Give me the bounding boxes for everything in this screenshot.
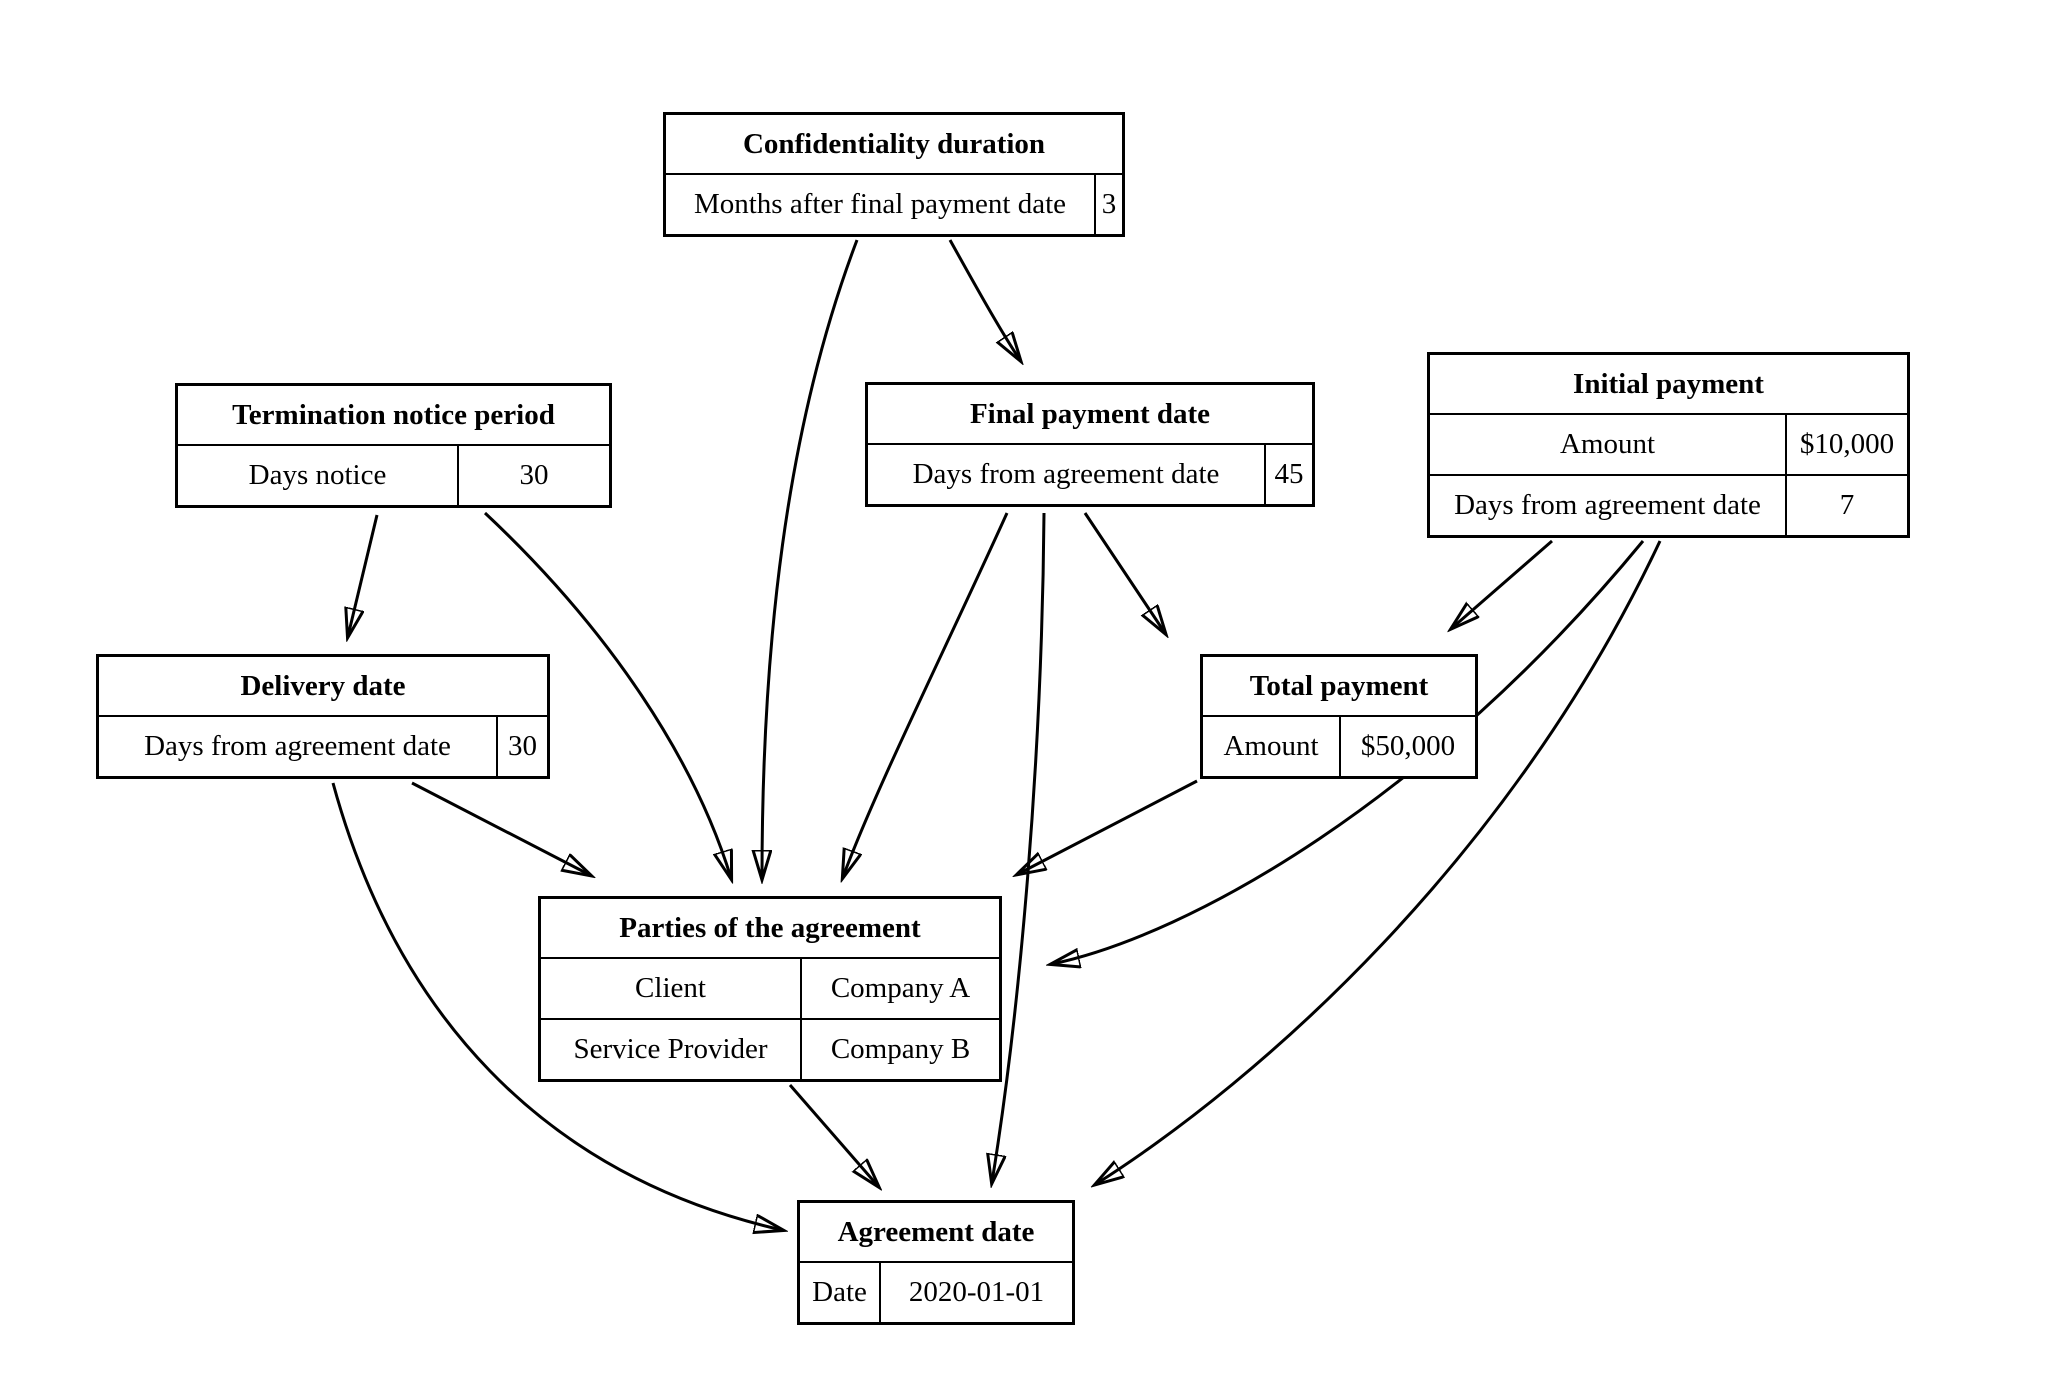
row-label: Date <box>812 1276 867 1308</box>
edge-initial-payment-to-agreement <box>1096 540 1662 1184</box>
row-value: $50,000 <box>1339 717 1475 776</box>
edge-delivery-to-agreement <box>331 782 782 1230</box>
node-row: Service Provider Company B <box>541 1018 999 1079</box>
node-final-payment-date: Final payment date Days from agreement d… <box>865 382 1315 507</box>
node-title: Confidentiality duration <box>666 115 1122 175</box>
row-value: 2020-01-01 <box>879 1263 1072 1322</box>
row-value: Company A <box>800 959 999 1018</box>
node-title: Parties of the agreement <box>541 899 999 959</box>
node-title: Termination notice period <box>178 386 609 446</box>
row-value: 45 <box>1264 445 1312 504</box>
row-label: Amount <box>1559 428 1656 460</box>
node-row: Amount $50,000 <box>1203 717 1475 776</box>
node-row: Client Company A <box>541 959 999 1018</box>
edge-confidentiality-to-parties <box>762 239 859 878</box>
node-row: Days from agreement date 45 <box>868 445 1312 504</box>
row-label: Days from agreement date <box>912 458 1220 490</box>
edge-delivery-to-parties <box>411 781 590 875</box>
edge-termination-to-parties <box>483 511 731 878</box>
row-label: Days notice <box>248 459 387 491</box>
node-parties-of-the-agreement: Parties of the agreement Client Company … <box>538 896 1002 1082</box>
row-value: 3 <box>1094 175 1122 234</box>
node-title: Initial payment <box>1430 355 1907 415</box>
node-title: Final payment date <box>868 385 1312 445</box>
edge-final-payment-to-total-payment <box>1083 512 1165 633</box>
row-label: Amount <box>1223 730 1319 762</box>
node-title: Delivery date <box>99 657 547 717</box>
node-termination-notice-period: Termination notice period Days notice 30 <box>175 383 612 508</box>
node-initial-payment: Initial payment Amount $10,000 Days from… <box>1427 352 1910 538</box>
edge-final-payment-to-parties <box>843 512 1009 877</box>
node-total-payment: Total payment Amount $50,000 <box>1200 654 1478 779</box>
edge-termination-to-delivery <box>348 514 379 636</box>
node-row: Days from agreement date 7 <box>1430 474 1907 535</box>
row-label: Months after final payment date <box>693 188 1067 220</box>
edge-initial-payment-to-parties <box>1052 540 1645 964</box>
node-row: Amount $10,000 <box>1430 415 1907 474</box>
row-value: $10,000 <box>1785 415 1907 474</box>
row-label: Client <box>635 972 706 1004</box>
node-title: Agreement date <box>800 1203 1072 1263</box>
node-row: Days from agreement date 30 <box>99 717 547 776</box>
node-row: Months after final payment date 3 <box>666 175 1122 234</box>
row-value: Company B <box>800 1020 999 1079</box>
edge-initial-payment-to-total-payment <box>1452 539 1553 628</box>
row-value: 7 <box>1785 476 1907 535</box>
row-label: Days from agreement date <box>144 730 451 762</box>
node-agreement-date: Agreement date Date 2020-01-01 <box>797 1200 1075 1325</box>
edge-parties-to-agreement <box>788 1084 878 1186</box>
row-label: Service Provider <box>573 1033 768 1065</box>
node-row: Days notice 30 <box>178 446 609 505</box>
edge-confidentiality-to-final-payment <box>948 239 1020 360</box>
node-delivery-date: Delivery date Days from agreement date 3… <box>96 654 550 779</box>
row-value: 30 <box>457 446 609 505</box>
node-confidentiality-duration: Confidentiality duration Months after fi… <box>663 112 1125 237</box>
node-row: Date 2020-01-01 <box>800 1263 1072 1322</box>
node-title: Total payment <box>1203 657 1475 717</box>
row-label: Days from agreement date <box>1454 489 1761 521</box>
edge-total-payment-to-parties <box>1018 779 1198 874</box>
row-value: 30 <box>496 717 547 776</box>
